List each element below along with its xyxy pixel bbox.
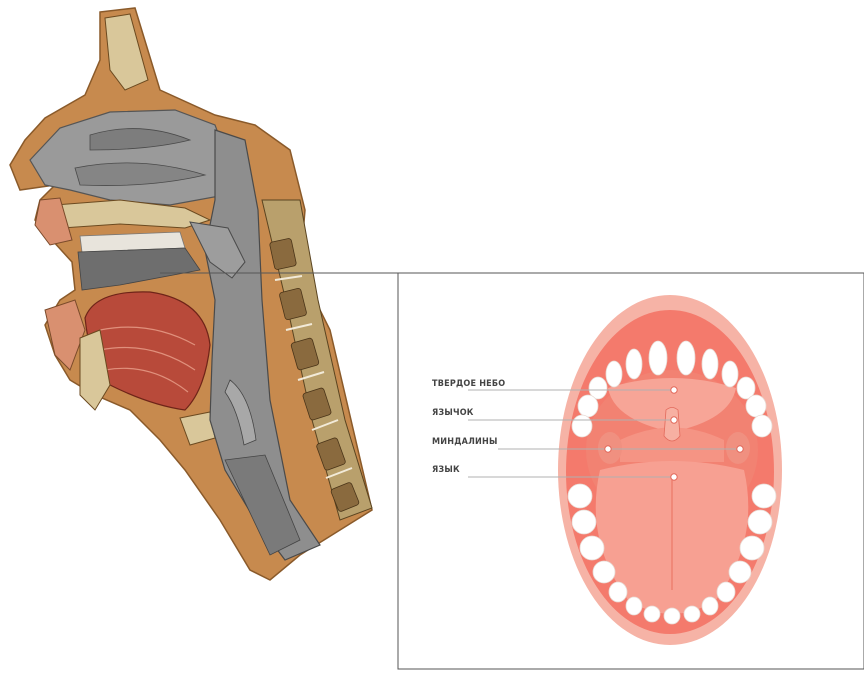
tooth: [649, 341, 667, 375]
callout-dot-hard-palate: [671, 387, 677, 393]
tooth: [572, 510, 596, 534]
callout-dot-uvula: [671, 417, 677, 423]
label-tonsils: МИНДАЛИНЫ: [432, 437, 498, 447]
tooth: [626, 349, 642, 379]
tooth: [684, 606, 700, 622]
tooth: [702, 597, 718, 615]
tooth: [578, 395, 598, 417]
sagittal-section-illustration: [10, 8, 372, 580]
tooth: [609, 582, 627, 602]
head-profile: [10, 8, 372, 580]
tooth: [702, 349, 718, 379]
label-uvula: ЯЗЫЧОК: [432, 408, 474, 418]
uvula-shape: [664, 408, 680, 442]
tooth: [752, 415, 772, 437]
callout-dot-tonsil-left: [605, 446, 611, 452]
callout-dot-tongue: [671, 474, 677, 480]
open-mouth-illustration: [558, 295, 782, 645]
label-hard-palate: ТВЕРДОЕ НЕБО: [432, 379, 505, 389]
callout-dot-tonsil-right: [737, 446, 743, 452]
tooth: [606, 361, 622, 387]
tooth: [593, 561, 615, 583]
tooth: [572, 415, 592, 437]
tooth: [729, 561, 751, 583]
tooth: [717, 582, 735, 602]
tooth: [580, 536, 604, 560]
tooth: [740, 536, 764, 560]
tooth: [746, 395, 766, 417]
tooth: [748, 510, 772, 534]
tooth: [677, 341, 695, 375]
tooth: [722, 361, 738, 387]
tooth: [568, 484, 592, 508]
tooth: [626, 597, 642, 615]
tooth: [664, 608, 680, 624]
label-tongue: ЯЗЫК: [432, 465, 460, 475]
tooth: [644, 606, 660, 622]
tooth: [752, 484, 776, 508]
